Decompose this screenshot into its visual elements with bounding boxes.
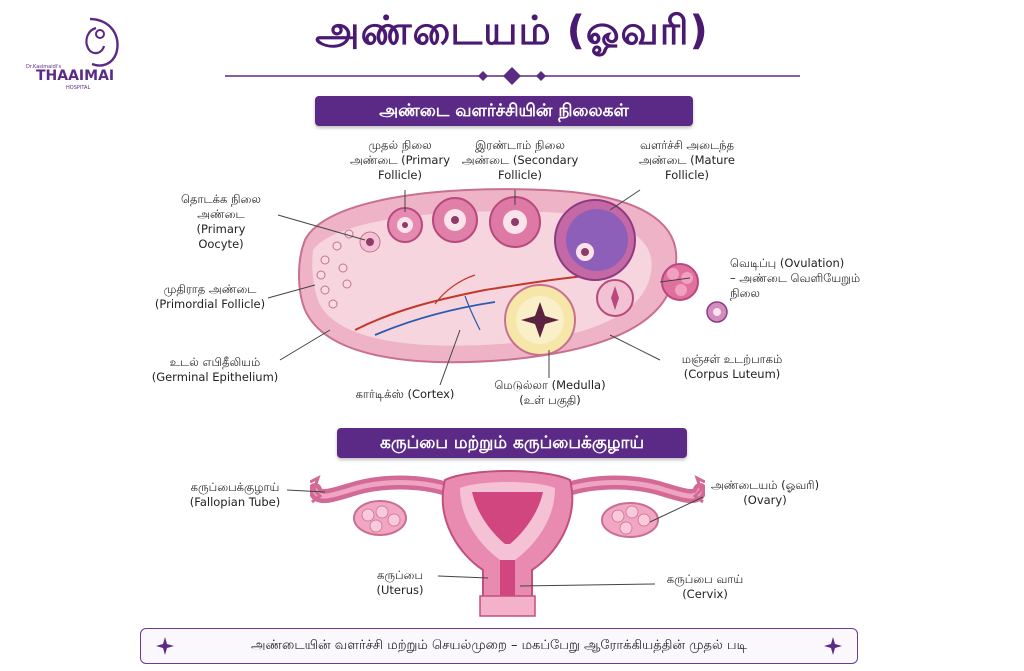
ovary-illustration bbox=[298, 188, 728, 364]
label-medulla: மெடுல்லா (Medulla) (உள் பகுதி) bbox=[494, 378, 606, 407]
logo-sub: HOSPITAL bbox=[66, 85, 90, 91]
label-corpus-luteum: மஞ்சள் உடற்பாகம் (Corpus Luteum) bbox=[681, 352, 783, 381]
hospital-logo: Dr.Kasimaidi's THAAIMAI HOSPITAL bbox=[26, 17, 119, 91]
section-title-uterus: கருப்பை மற்றும் கருப்பைக்குழாய் bbox=[337, 428, 687, 458]
label-uterus: கருப்பை (Uterus) bbox=[376, 568, 424, 597]
label-cortex: கார்டிக்ஸ் (Cortex) bbox=[355, 387, 455, 401]
ornament-divider bbox=[225, 67, 800, 85]
sparkle-icon bbox=[156, 637, 174, 655]
label-ovulation: வெடிப்பு (Ovulation) – அண்டை வெளியேறும் … bbox=[730, 256, 861, 300]
sparkle-icon bbox=[824, 637, 842, 655]
section-title-follicle-stages: அண்டை வளர்ச்சியின் நிலைகள் bbox=[315, 96, 693, 126]
label-ovary: அண்டையம் (ஓவரி) (Ovary) bbox=[710, 478, 820, 507]
label-germinal-epithelium: உடல் எபிதீலியம் (Germinal Epithelium) bbox=[151, 355, 279, 384]
logo-name: THAAIMAI bbox=[36, 68, 114, 84]
uterus-illustration bbox=[310, 470, 705, 617]
footer-banner: அண்டையின் வளர்ச்சி மற்றும் செயல்முறை – ம… bbox=[140, 628, 858, 664]
logo-prefix: Dr.Kasimaidi's bbox=[26, 64, 62, 70]
page-title: அண்டையம் (ஓவரி) bbox=[315, 8, 709, 54]
label-primary-follicle: முதல் நிலை அண்டை (Primary Follicle) bbox=[349, 138, 451, 182]
label-cervix: கருப்பை வாய் (Cervix) bbox=[666, 572, 744, 601]
footer-text: அண்டையின் வளர்ச்சி மற்றும் செயல்முறை – ம… bbox=[251, 638, 747, 653]
label-primary-oocyte: தொடக்க நிலை அண்டை (Primary Oocyte) bbox=[181, 192, 261, 251]
label-fallopian-tube: கருப்பைக்குழாய் (Fallopian Tube) bbox=[189, 480, 281, 509]
label-secondary-follicle: இரண்டாம் நிலை அண்டை (Secondary Follicle) bbox=[461, 138, 579, 182]
label-mature-follicle: வளர்ச்சி அடைந்த அண்டை (Mature Follicle) bbox=[639, 138, 735, 182]
label-primordial-follicle: முதிராத அண்டை (Primordial Follicle) bbox=[154, 282, 266, 311]
